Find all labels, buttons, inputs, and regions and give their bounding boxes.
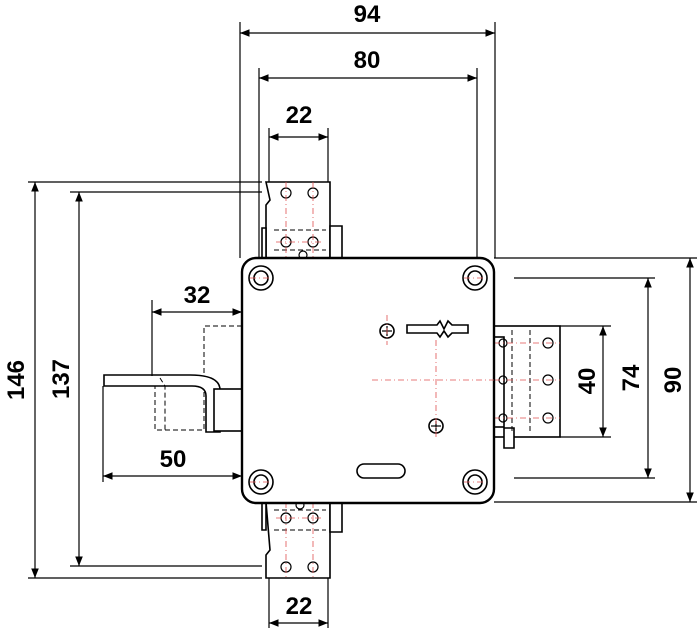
- dim-label-146: 146: [3, 360, 30, 400]
- right-keeper-plate: [493, 325, 561, 449]
- dim-label-137: 137: [48, 359, 75, 399]
- dim-label-94: 94: [354, 1, 381, 28]
- dimension-lines: [31, 29, 694, 627]
- dim-label-74: 74: [618, 364, 645, 391]
- dim-label-22-top: 22: [286, 102, 313, 129]
- dim-label-22-bottom: 22: [286, 593, 313, 620]
- dim-label-50: 50: [160, 446, 187, 473]
- lock-body: [240, 256, 496, 505]
- top-mounting-plate: [261, 181, 343, 260]
- extension-lines: [28, 22, 697, 628]
- dim-label-40: 40: [574, 368, 601, 395]
- bottom-mounting-plate: [261, 500, 343, 579]
- bolt-assembly: [103, 325, 243, 433]
- dim-label-80: 80: [354, 47, 381, 74]
- dim-label-32: 32: [184, 282, 211, 309]
- dim-label-90: 90: [660, 367, 687, 394]
